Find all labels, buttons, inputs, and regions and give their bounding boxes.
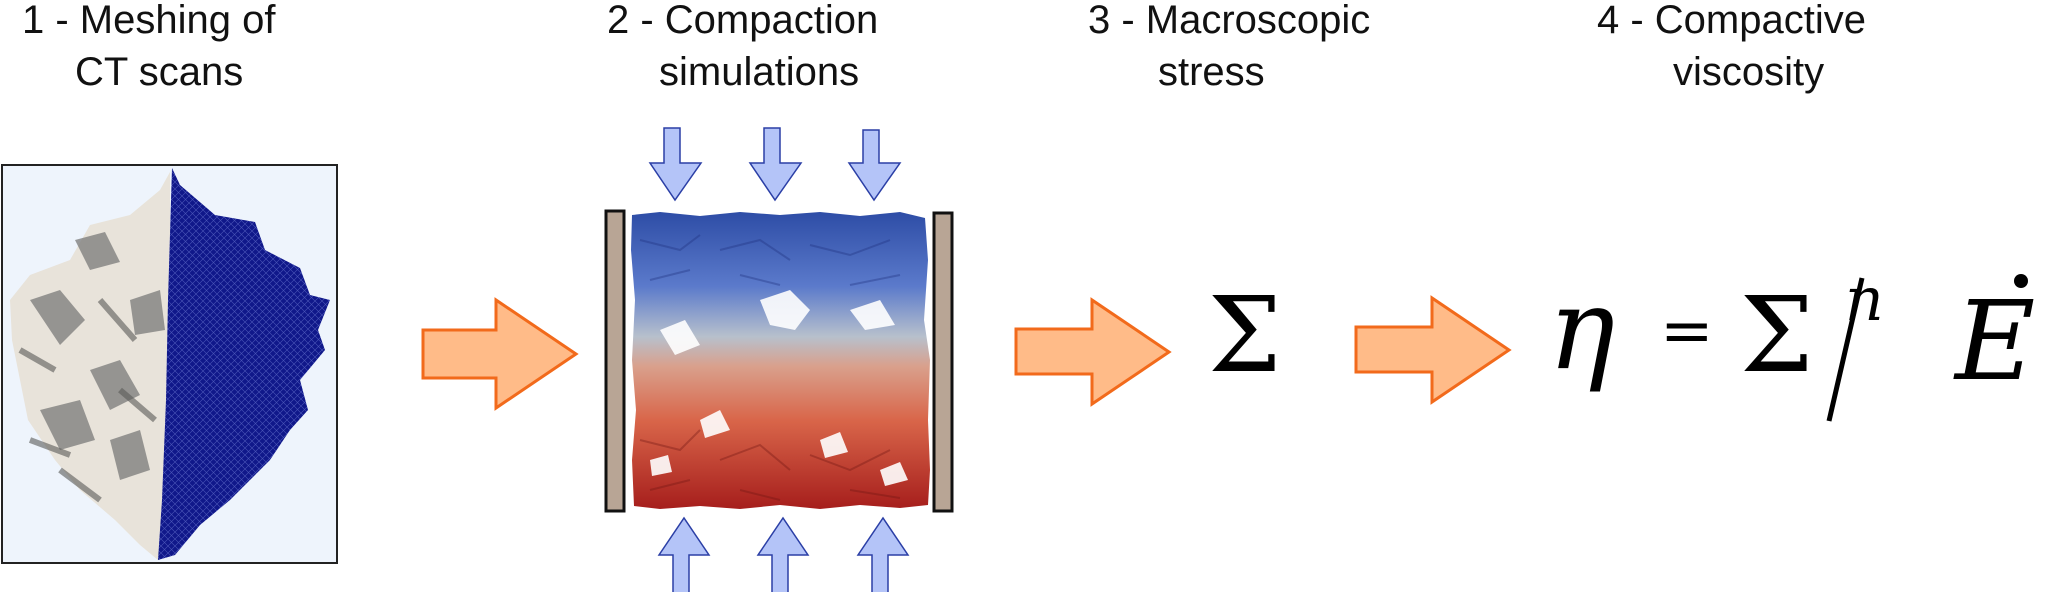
grain-edges-top	[639, 234, 901, 286]
viscosity-sigma: Σ	[1740, 274, 1814, 396]
flow-arrow-3	[1354, 295, 1512, 405]
step-2-title-line1: 2 - Compaction	[607, 0, 879, 42]
left-wall	[604, 209, 626, 513]
grain-pores	[650, 290, 908, 486]
ct-scan-panel	[1, 164, 338, 564]
step-2-title: 2 - Compaction simulations	[607, 0, 878, 98]
viscosity-equals: =	[1660, 294, 1714, 368]
viscosity-eta: η	[1548, 265, 1616, 395]
load-arrow-top-3	[847, 129, 902, 202]
stress-symbol: Σ	[1208, 274, 1282, 396]
time-derivative-dot	[2014, 274, 2028, 288]
step-1-title: 1 - Meshing of CT scans	[22, 0, 275, 98]
step-4-title: 4 - Compactive viscosity	[1597, 0, 1866, 98]
grain-pack	[631, 212, 930, 509]
flow-arrow-2	[1014, 297, 1172, 407]
step-1-title-line1: 1 - Meshing of	[22, 0, 276, 42]
viscosity-exponent: n	[1845, 265, 1884, 335]
step-3-title: 3 - Macroscopic stress	[1088, 0, 1370, 98]
grain-edges-bottom	[639, 429, 901, 501]
load-arrow-bottom-2	[756, 516, 810, 592]
ct-scan-grains-surface	[10, 172, 170, 560]
step-3-title-line1: 3 - Macroscopic	[1088, 0, 1371, 42]
load-arrow-top-2	[748, 127, 803, 202]
step-4-title-line2: viscosity	[1673, 50, 1825, 94]
ct-scan-mesh-volume	[158, 168, 330, 560]
step-2-title-line2: simulations	[659, 50, 860, 94]
step-1-title-line2: CT scans	[75, 50, 244, 94]
fraction-slash	[1826, 277, 1865, 422]
step-3-title-line2: stress	[1158, 50, 1265, 94]
flow-arrow-1	[421, 297, 579, 411]
viscosity-strain-rate: E	[1955, 277, 2036, 405]
compaction-simulation-panel	[604, 209, 954, 513]
load-arrow-top-1	[648, 127, 703, 202]
load-arrow-bottom-3	[856, 516, 910, 592]
load-arrow-bottom-1	[657, 516, 711, 592]
step-4-title-line1: 4 - Compactive	[1597, 0, 1866, 42]
right-wall	[932, 211, 954, 513]
